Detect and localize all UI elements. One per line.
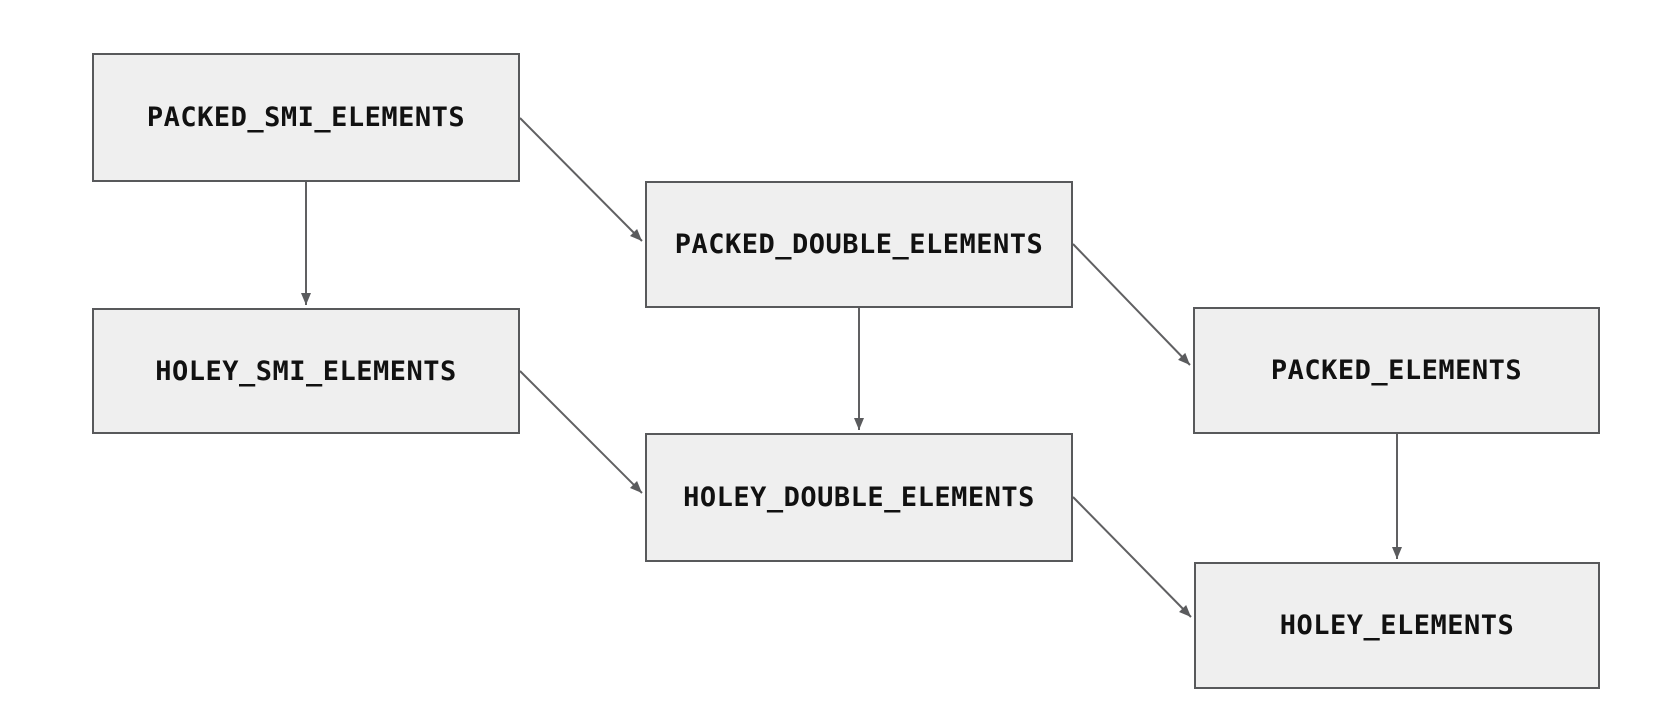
node-holey-double-elements: HOLEY_DOUBLE_ELEMENTS	[645, 433, 1073, 562]
node-label: HOLEY_ELEMENTS	[1279, 610, 1515, 641]
edge-holey-smi-to-holey-double	[519, 370, 643, 494]
node-holey-smi-elements: HOLEY_SMI_ELEMENTS	[92, 308, 520, 434]
node-label: PACKED_SMI_ELEMENTS	[146, 102, 466, 133]
node-label: HOLEY_SMI_ELEMENTS	[155, 355, 457, 387]
node-packed-double-elements: PACKED_DOUBLE_ELEMENTS	[645, 181, 1073, 308]
edge-holey-double-to-holey	[1072, 496, 1192, 618]
node-packed-smi-elements: PACKED_SMI_ELEMENTS	[92, 53, 520, 182]
edge-packed-double-to-packed	[1072, 243, 1191, 366]
node-label: HOLEY_DOUBLE_ELEMENTS	[683, 482, 1035, 513]
node-label: PACKED_DOUBLE_ELEMENTS	[674, 229, 1044, 260]
node-holey-elements: HOLEY_ELEMENTS	[1194, 562, 1600, 689]
node-label: PACKED_ELEMENTS	[1270, 355, 1523, 386]
edge-packed-smi-to-packed-double	[519, 117, 643, 242]
node-packed-elements: PACKED_ELEMENTS	[1193, 307, 1600, 434]
